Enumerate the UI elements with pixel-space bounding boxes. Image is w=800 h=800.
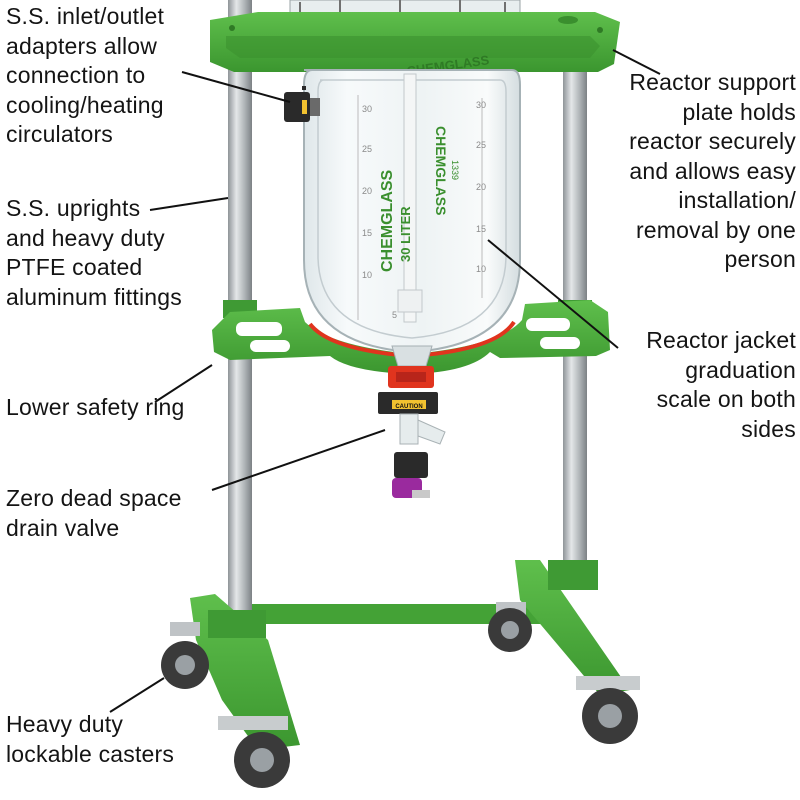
scale-right-label: 10 [476,264,486,274]
glass-reactor [303,69,521,354]
leader-lines [109,49,661,713]
caution-label: CAUTION [395,404,422,410]
callout-casters: Heavy duty lockable casters [6,711,175,767]
caster-back-right [488,602,532,652]
scale-left-label: 5 [392,310,397,320]
reactor-support-plate [210,12,620,72]
capacity-left: 30 LITER [398,206,413,262]
scale-left-label: 10 [362,270,372,280]
brand-left: CHEMGLASS [379,169,396,272]
scale-right-label: 25 [476,140,486,150]
scale-left-label: 15 [362,228,372,238]
scale-left-label: 25 [362,144,372,154]
base-frame [190,560,630,750]
callout-drain-valve: Zero dead space drain valve [6,485,182,541]
brand-right: CHEMGLASS [433,126,449,215]
callout-lower-ring: Lower safety ring [6,394,185,420]
scale-right: 30 25 20 15 10 [476,100,486,274]
caster-front-left [218,716,290,788]
scale-left-label: 30 [362,104,372,114]
scale-left-label: 20 [362,186,372,196]
inlet-outlet-adapter [284,86,320,122]
callout-support-plate: Reactor support plate holds reactor secu… [629,69,796,272]
model-right: 1339 [450,160,460,180]
callout-uprights: S.S. uprights and heavy duty PTFE coated… [6,195,182,310]
scale-left: 30 25 20 15 10 5 [362,104,397,320]
callout-inlet-outlet: S.S. inlet/outlet adapters allow connect… [6,3,165,147]
scale-right-label: 30 [476,100,486,110]
scale-right-label: 20 [476,182,486,192]
scale-right-label: 15 [476,224,486,234]
caster-back-left [161,622,209,689]
callout-graduation: Reactor jacket graduation scale on both … [646,327,796,442]
caster-front-right [576,676,640,744]
drain-valve-assembly [378,345,446,498]
